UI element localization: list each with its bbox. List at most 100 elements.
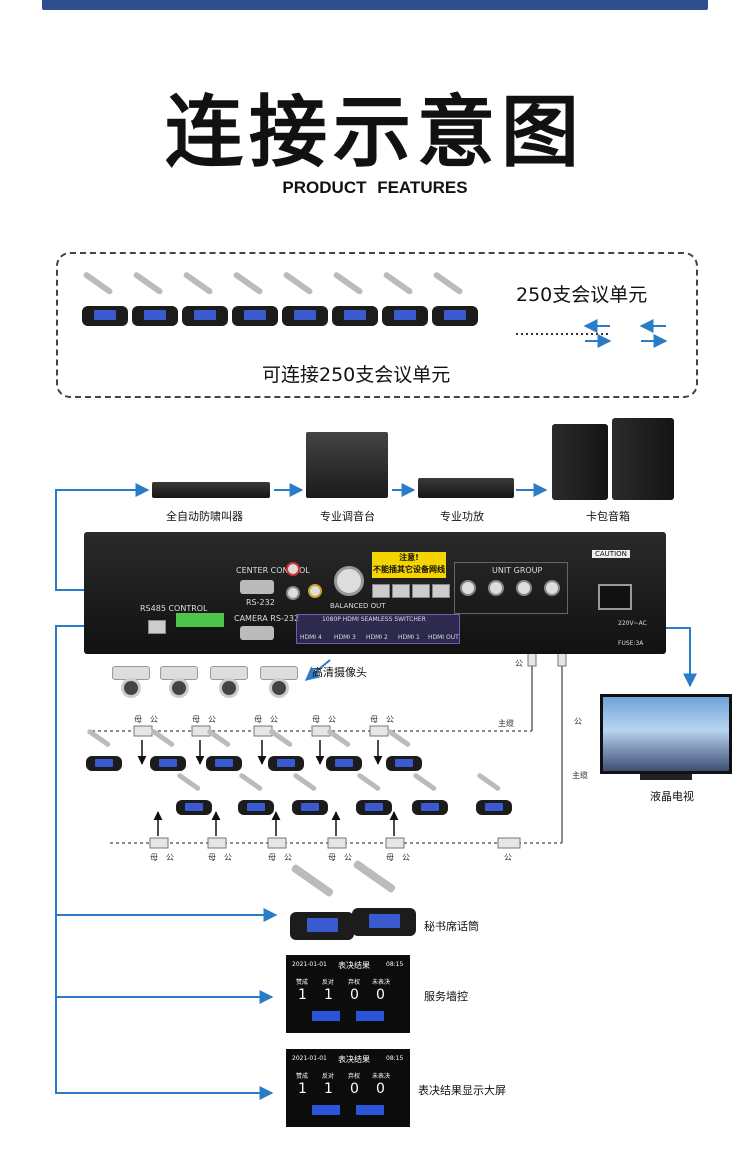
vote-header-approve: 赞成 [296,979,309,986]
balanced-out-xlr [334,566,364,596]
rs485-port [148,620,166,634]
mic-screen [344,310,366,320]
lcd-tv [600,694,732,774]
mic-screen [294,310,316,320]
unit-group-2 [488,580,504,596]
conference-unit [206,728,242,774]
unit-group-4 [544,580,560,596]
camera-lens [121,678,141,698]
hd-camera [260,666,298,700]
big-vote-header-pending: 未表决 [372,1073,391,1080]
connector-gong-label: 公 [270,715,278,724]
connector-gong-label: 公 [166,853,174,862]
vote-time: 08:15 [386,961,404,968]
service-label: 服务墙控 [424,990,468,1003]
hdmi-out-label: HDMI OUT [428,634,459,641]
big-vote-header-abstain: 弃权 [348,1073,361,1080]
mic-screen [444,310,466,320]
hdmi1-label: HDMI 1 [398,634,420,641]
warning-text: 不能插其它设备网线 [373,565,445,574]
connector-gong-label: 公 [504,853,512,862]
conference-unit-top [282,271,328,330]
mic-screen [365,802,383,811]
vote-screen-button-1 [312,1011,340,1021]
big-vote-value-approve: 1 [298,1081,307,1097]
mic-screen [244,310,266,320]
service-wall-screen: 2021-01-01 表决结果 08:15 赞成 反对 弃权 未表决 1 1 0… [286,955,410,1033]
mic-screen [335,758,353,767]
hd-camera [210,666,248,700]
connector-gong-label: 公 [284,853,292,862]
conference-unit-top [132,271,178,330]
conference-unit [356,772,392,818]
conference-unit [386,728,422,774]
vote-value-oppose: 1 [324,987,333,1003]
big-vote-value-pending: 0 [376,1081,385,1097]
hdmi2-label: HDMI 2 [366,634,388,641]
mic-screen [421,802,439,811]
caution-label: CAUTION [592,550,630,558]
mic-screen [368,913,400,928]
mic-screen [194,310,216,320]
secretary-mic-2 [352,859,417,942]
big-vote-header-oppose: 反对 [322,1073,335,1080]
unit-port-3 [412,584,430,598]
speaker-label: 卡包音箱 [586,510,630,523]
unit-port-1 [372,584,390,598]
speaker-right [612,418,674,500]
rs485-label: RS485 CONTROL [140,604,208,613]
connector-mu-label: 母 [192,715,200,724]
mixer-console [306,432,388,498]
vote-value-abstain: 0 [350,987,359,1003]
trunk-label-2: 主缆 [572,771,588,780]
vote-title: 表决结果 [338,961,370,970]
vote-value-pending: 0 [376,987,385,1003]
units-count-label: 250支会议单元 [516,284,648,306]
connector-mu-label: 母 [208,853,216,862]
connector-gong-label: 公 [386,715,394,724]
power-amplifier [418,478,514,498]
unit-group-label: UNIT GROUP [492,566,543,575]
units-box [56,252,698,398]
cable-gong-1: 公 [515,659,523,668]
mic-screen [144,310,166,320]
unit-group-3 [516,580,532,596]
conference-unit-top [182,271,228,330]
feedback-suppressor-label: 全自动防啸叫器 [166,510,243,523]
connector-mu-label: 母 [134,715,142,724]
conference-unit [176,772,212,818]
hdmi4-label: HDMI 4 [300,634,322,641]
connector-gong-label: 公 [344,853,352,862]
mic-screen [94,310,116,320]
vote-header-pending: 未表决 [372,979,391,986]
vote-header-oppose: 反对 [322,979,335,986]
warning-title: 注意! [399,553,419,562]
camera-lens [269,678,289,698]
mic-screen [215,758,233,767]
mic-screen [95,758,113,767]
vote-screen-button-2 [356,1011,384,1021]
vote-date: 2021-01-01 [292,961,327,968]
conference-unit-top [232,271,278,330]
unit-port-2 [392,584,410,598]
conference-unit [326,728,362,774]
center-control-label: CENTER CONTROL [236,566,310,575]
hd-camera [160,666,198,700]
camera-rs232-label: CAMERA RS-232 [234,614,300,623]
speaker-left [552,424,608,500]
connector-gong-label: 公 [208,715,216,724]
connector-mu-label: 母 [312,715,320,724]
connector-mu-label: 母 [150,853,158,862]
conference-unit [268,728,304,774]
conference-unit-top [82,271,128,330]
mic-screen [394,310,416,320]
conference-unit [238,772,274,818]
bigscreen-label: 表决结果显示大屏 [418,1084,506,1097]
rs232-port [240,580,274,594]
network-warning: 注意! 不能插其它设备网线 [372,552,446,578]
tv-stand [640,774,692,780]
connector-gong-label: 公 [328,715,336,724]
mixer-label: 专业调音台 [320,510,375,523]
conference-unit [86,728,122,774]
secretary-label: 秘书席话筒 [424,920,479,933]
